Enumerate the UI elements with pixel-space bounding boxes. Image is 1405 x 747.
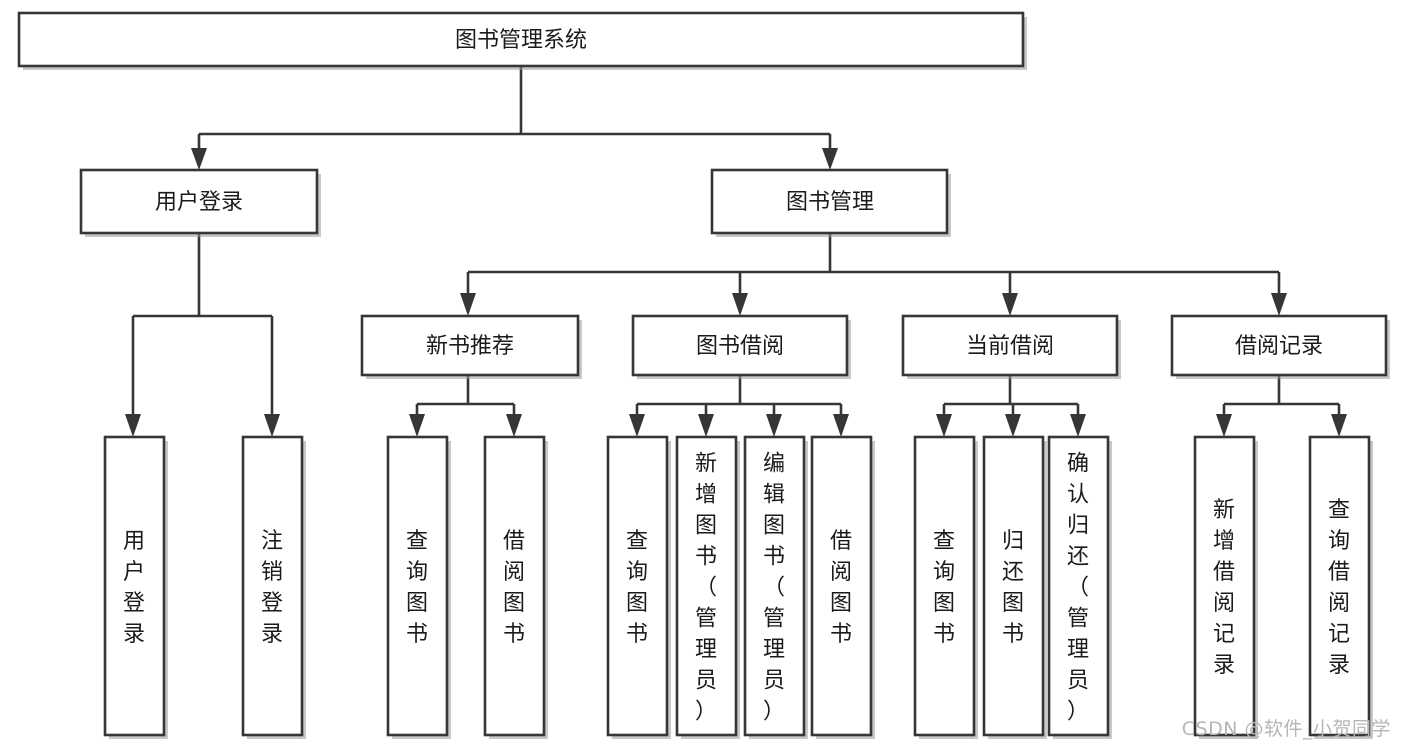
leaf-add-borrow-record-label: 新增借阅记录 — [1213, 498, 1235, 678]
node-layer: 图书管理系统 用户登录 图书管理 新书推荐 — [17, 11, 1390, 739]
node-book-borrow-label: 图书借阅 — [696, 334, 784, 359]
arrowhead-leaf-user-login — [125, 414, 141, 437]
leaf-query-book-current-label: 查询图书 — [933, 529, 955, 647]
leaf-query-book-borrow-box — [606, 435, 669, 737]
node-borrow-records[interactable]: 借阅记录 — [1170, 314, 1390, 379]
leaf-add-borrow-record-box — [1193, 435, 1256, 737]
node-book-borrow-box — [631, 314, 849, 377]
leaf-query-borrow-record-label: 查询借阅记录 — [1328, 498, 1350, 678]
node-user-login[interactable]: 用户登录 — [79, 168, 321, 237]
node-book-manage[interactable]: 图书管理 — [710, 168, 951, 237]
node-borrow-records-box — [1170, 314, 1388, 377]
leaf-logout-box — [241, 435, 304, 737]
arrowhead-book-manage — [822, 148, 838, 170]
arrowhead-add-book — [698, 414, 714, 437]
leaf-query-book-current[interactable]: 查询图书 — [913, 435, 978, 739]
arrowhead-user-login — [191, 148, 207, 170]
node-new-book-recommend[interactable]: 新书推荐 — [360, 314, 582, 379]
node-user-login-box — [79, 168, 319, 235]
arrowhead-confirm-return — [1070, 414, 1086, 437]
arrowhead-current — [1002, 293, 1018, 316]
leaf-add-book-admin[interactable]: 新增图书（管理员） — [675, 435, 740, 739]
node-user-login-label: 用户登录 — [155, 190, 243, 215]
leaf-confirm-return-admin-box — [1047, 435, 1110, 737]
leaf-user-login-label: 用户登录 — [123, 529, 145, 647]
connector-layer — [125, 66, 1347, 437]
node-current-borrow-label: 当前借阅 — [966, 334, 1054, 359]
leaf-edit-book-admin[interactable]: 编辑图书（管理员） — [743, 435, 808, 739]
leaf-borrow-book-new[interactable]: 借阅图书 — [483, 435, 548, 739]
node-current-borrow-box — [901, 314, 1119, 377]
arrowhead-query-book-a — [409, 414, 425, 437]
node-new-book-recommend-label: 新书推荐 — [426, 334, 514, 359]
node-root-box — [17, 11, 1025, 68]
leaf-query-book-new-box — [386, 435, 449, 737]
node-book-manage-box — [710, 168, 949, 235]
arrowhead-query-book-b — [629, 414, 645, 437]
arrowhead-query-record — [1331, 414, 1347, 437]
leaf-confirm-return-admin-label: 确认归还（管理员） — [1067, 452, 1089, 725]
leaf-return-book-box — [982, 435, 1045, 737]
leaf-user-login-box — [103, 435, 166, 737]
arrowhead-borrow — [732, 293, 748, 316]
leaf-return-book[interactable]: 归还图书 — [982, 435, 1047, 739]
arrowhead-add-record — [1216, 414, 1232, 437]
leaf-return-book-label: 归还图书 — [1002, 529, 1024, 647]
leaf-query-borrow-record-box — [1308, 435, 1371, 737]
leaf-query-book-borrow[interactable]: 查询图书 — [606, 435, 671, 739]
node-book-borrow[interactable]: 图书借阅 — [631, 314, 851, 379]
node-new-book-recommend-box — [360, 314, 580, 377]
leaf-add-book-admin-box — [675, 435, 738, 737]
arrowhead-new-book — [460, 293, 476, 316]
leaf-query-borrow-record[interactable]: 查询借阅记录 — [1308, 435, 1373, 739]
leaf-borrow-book-new-label: 借阅图书 — [503, 529, 525, 647]
node-current-borrow[interactable]: 当前借阅 — [901, 314, 1121, 379]
leaf-user-login[interactable]: 用户登录 — [103, 435, 168, 739]
arrowhead-leaf-logout — [264, 414, 280, 437]
leaf-add-book-admin-label: 新增图书（管理员） — [695, 452, 717, 725]
arrowhead-records — [1271, 293, 1287, 316]
leaf-query-book-current-box — [913, 435, 976, 737]
leaf-edit-book-admin-label: 编辑图书（管理员） — [763, 452, 785, 725]
leaf-borrow-book-borrow-box — [810, 435, 873, 737]
leaf-edit-book-admin-box — [743, 435, 806, 737]
leaf-query-book-new[interactable]: 查询图书 — [386, 435, 451, 739]
node-borrow-records-label: 借阅记录 — [1235, 334, 1323, 359]
leaf-logout-label: 注销登录 — [261, 529, 283, 647]
leaf-borrow-book-borrow-label: 借阅图书 — [830, 529, 852, 647]
leaf-query-book-new-label: 查询图书 — [406, 529, 428, 647]
arrowhead-borrow-book-a — [506, 414, 522, 437]
leaf-confirm-return-admin[interactable]: 确认归还（管理员） — [1047, 435, 1112, 739]
arrowhead-query-book-c — [936, 414, 952, 437]
leaf-add-borrow-record[interactable]: 新增借阅记录 — [1193, 435, 1258, 739]
node-root[interactable]: 图书管理系统 — [17, 11, 1027, 70]
leaf-borrow-book-new-box — [483, 435, 546, 737]
leaf-borrow-book-borrow[interactable]: 借阅图书 — [810, 435, 875, 739]
arrowhead-borrow-book-b — [833, 414, 849, 437]
node-book-manage-label: 图书管理 — [786, 190, 874, 215]
arrowhead-return-book — [1005, 414, 1021, 437]
leaf-query-book-borrow-label: 查询图书 — [626, 529, 648, 647]
leaf-logout[interactable]: 注销登录 — [241, 435, 306, 739]
arrowhead-edit-book — [766, 414, 782, 437]
node-root-label: 图书管理系统 — [455, 28, 587, 53]
